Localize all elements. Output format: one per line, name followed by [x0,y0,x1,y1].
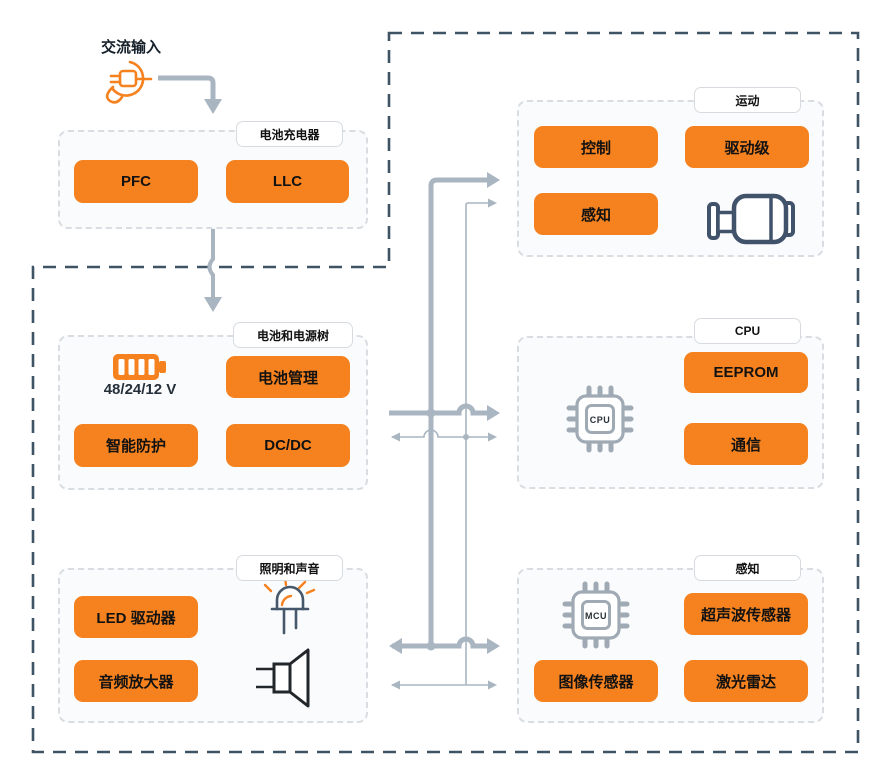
block-lidar: 激光雷达 [684,660,808,702]
block-drive-stage: 驱动级 [685,126,809,168]
junction-dot [426,641,436,651]
tag-battery-power-tree: 电池和电源树 [233,322,353,348]
bus-thick [428,177,488,646]
cpu-chip-text: CPU [589,415,611,425]
bus-thin [465,202,489,685]
block-audio-amp: 音频放大器 [74,660,198,702]
battery-cpu-wire-thin [392,429,488,438]
tag-cpu: CPU [694,318,801,344]
block-ultrasonic: 超声波传感器 [684,593,808,635]
block-control: 控制 [534,126,658,168]
plug-icon [105,60,153,104]
cpu-arrowhead-thin [488,432,497,442]
group-lighting-sound [58,568,368,723]
block-pfc: PFC [74,160,198,203]
block-protection: 智能防护 [74,424,198,467]
block-eeprom: EEPROM [684,352,808,393]
junction-dot [426,408,436,418]
tag-lighting-sound: 照明和声音 [236,555,343,581]
battery-arrowhead-thin [391,432,400,442]
mcu-chip-text: MCU [585,611,607,621]
lighting-arrowhead-thin [391,680,400,690]
motion-arrowhead-thin [488,198,497,208]
perception-arrowhead-thin [488,680,497,690]
ac-input-arrow [158,75,216,101]
block-motion-sense: 感知 [534,193,658,235]
battery-voltage-label: 48/24/12 V [103,381,177,398]
block-bms: 电池管理 [226,356,350,398]
block-comm: 通信 [684,423,808,465]
lighting-perception-wire-thick [392,636,487,649]
block-image-sensor: 图像传感器 [534,660,658,702]
motion-arrowhead-thick [487,172,500,188]
ac-arrowhead-down [204,99,222,114]
battery-cpu-wire-thick [389,403,487,416]
tag-motion: 运动 [694,87,801,113]
charger-to-battery-arrow [207,229,215,299]
cpu-arrowhead-thick [487,405,500,421]
block-dcdc: DC/DC [226,424,350,467]
tag-perception: 感知 [694,555,801,581]
tag-battery-charger: 电池充电器 [236,121,343,147]
junction-dot [463,434,469,440]
block-led-driver: LED 驱动器 [74,596,198,638]
perception-arrowhead-thick [487,638,500,654]
charger-arrowhead-down [204,297,222,312]
lighting-arrowhead-thick [389,638,402,654]
ac-input-label: 交流输入 [101,39,162,56]
block-llc: LLC [226,160,349,203]
